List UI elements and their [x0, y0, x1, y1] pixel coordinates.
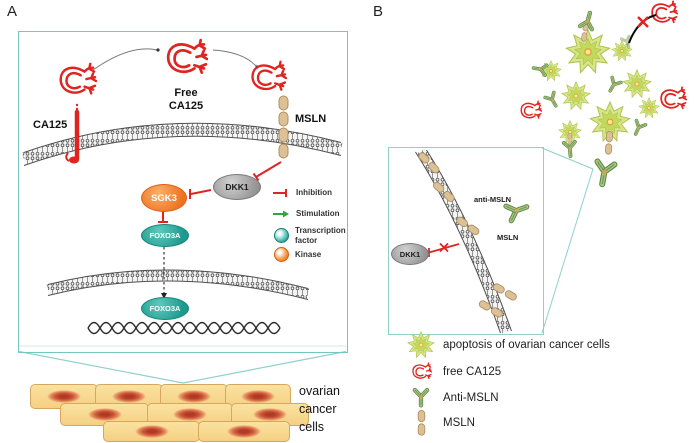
legend-stimulation: Stimulation — [272, 209, 340, 219]
nuclear-membrane — [46, 269, 310, 300]
anti-msln-antibody-bound — [589, 156, 620, 190]
free-ca125-molecule — [520, 100, 542, 119]
cell-nucleus — [87, 408, 122, 421]
inset-msln-label: MSLN — [497, 233, 519, 242]
sgk3-node: SGK3 — [141, 184, 187, 212]
inset-anti-msln-label: anti-MSLN — [474, 195, 512, 204]
anti-msln-antibody — [603, 74, 625, 96]
cancer-cell — [198, 421, 290, 442]
cell-nucleus — [47, 390, 81, 403]
dkk1-node: DKK1 — [213, 174, 261, 200]
legend-anti-msln: Anti-MSLN — [399, 384, 499, 412]
msln-on-cell — [604, 130, 614, 155]
blocked-x-mark — [637, 16, 649, 28]
foxo3a-nucleus-node: FOXO3A — [141, 297, 189, 320]
cancer-cell — [30, 384, 98, 409]
cell-nucleus — [173, 408, 207, 421]
apoptotic-cell — [565, 29, 611, 74]
apoptotic-cell — [561, 81, 591, 110]
free-ca125-label: Free CA125 — [168, 87, 204, 113]
cell-nucleus — [253, 408, 287, 421]
legend-kinase-label: Kinase — [295, 249, 322, 259]
apoptotic-cell — [622, 69, 652, 98]
legend-msln-label: MSLN — [443, 417, 475, 429]
panel-b-label: B — [373, 3, 384, 20]
ca125-receptor — [65, 103, 80, 164]
ovarian-cancer-cells-label: ovarian cancer cells — [299, 384, 340, 434]
panel-b-inset-graphics — [415, 148, 533, 334]
cell-nucleus — [134, 425, 169, 438]
inhibition-sgk3-foxo3a — [158, 211, 168, 223]
legend-inhibition: Inhibition — [272, 188, 332, 198]
plasma-membrane — [21, 122, 343, 166]
dna-helix — [87, 321, 281, 335]
callout-funnel — [18, 345, 347, 384]
cell-nucleus — [241, 390, 275, 403]
legend-free-ca125: free CA125 — [399, 358, 501, 386]
kinase-icon — [274, 247, 289, 262]
cancer-cell — [103, 421, 200, 442]
blocked-binding — [626, 14, 657, 46]
inhibition-dkk1-sgk3 — [189, 189, 212, 199]
foxo3a-cytoplasm-node: FOXO3A — [141, 224, 189, 247]
free-ca125-molecule — [651, 0, 678, 24]
ca125-label: CA125 — [33, 119, 68, 131]
panel-b-scene — [415, 0, 687, 334]
panel-a-callout-box — [18, 31, 348, 353]
inhibition-icon — [273, 189, 287, 197]
legend-anti-msln-label: Anti-MSLN — [443, 392, 499, 404]
blocked-inhibition-dkk1 — [428, 242, 460, 257]
free-ca125-icon — [399, 362, 443, 382]
legend-msln: MSLN — [399, 409, 475, 437]
legend-apoptosis-label: apoptosis of ovarian cancer cells — [443, 339, 610, 351]
panel-a-pathway — [18, 38, 347, 384]
legend-transcription-factor-label: Transcription factor — [295, 226, 346, 245]
foxo3a-translocation-arrow — [161, 247, 167, 299]
panel-b-inset-box — [388, 147, 544, 335]
free-ca125-molecule — [660, 86, 687, 110]
inhibition-msln-dkk1 — [252, 161, 282, 182]
msln-icon — [399, 410, 443, 436]
legend-free-ca125-label: free CA125 — [443, 366, 502, 378]
cell-nucleus — [177, 390, 211, 403]
legend-kinase: Kinase — [274, 247, 321, 262]
msln-receptor — [278, 95, 289, 159]
inset-callout-lines — [541, 147, 594, 334]
inset-dkk1-node: DKK1 — [391, 243, 429, 265]
anti-msln-icon — [399, 385, 443, 411]
legend-apoptosis: apoptosis of ovarian cancer cells — [399, 331, 610, 359]
legend-inhibition-label: Inhibition — [296, 188, 332, 198]
cell-nucleus — [227, 425, 261, 438]
cell-nucleus — [112, 390, 146, 403]
apoptotic-cell — [638, 97, 660, 119]
apoptosis-icon — [399, 331, 443, 359]
anti-msln-antibody — [628, 117, 649, 139]
stimulation-icon — [273, 210, 289, 218]
anti-msln-antibody — [541, 89, 563, 111]
transcription-factor-icon — [274, 228, 289, 244]
legend-transcription-factor: Transcription factor — [274, 226, 351, 245]
msln-label: MSLN — [295, 113, 327, 125]
apoptotic-cell — [611, 40, 633, 62]
legend-stimulation-label: Stimulation — [296, 209, 340, 219]
panel-a-label: A — [7, 3, 18, 20]
